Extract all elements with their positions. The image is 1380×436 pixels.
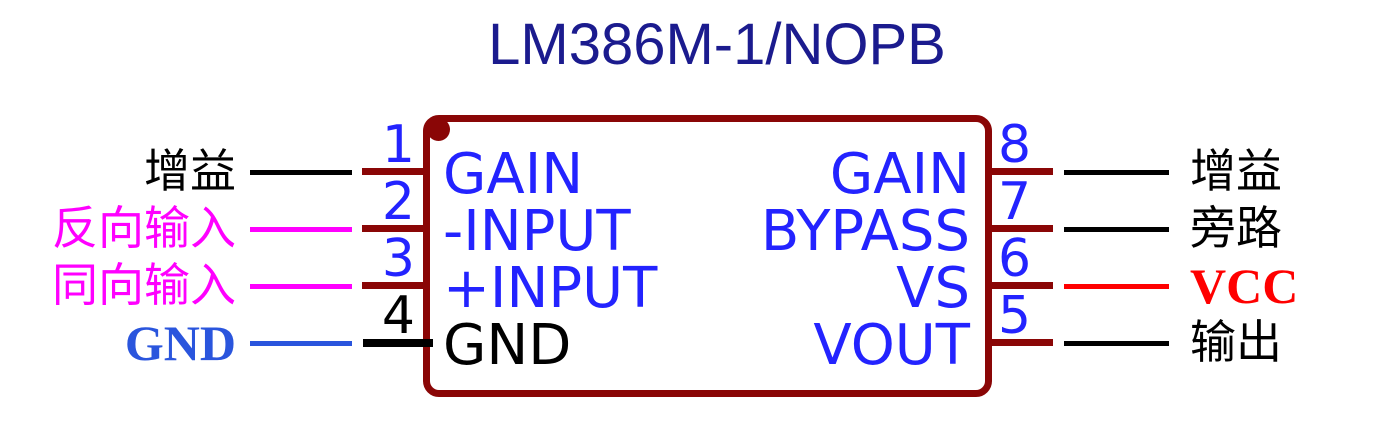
- pin-3-inner-label: +INPUT: [443, 256, 658, 321]
- pin-6-inner-label: VS: [896, 256, 970, 321]
- pin-5-stub: [990, 339, 1053, 346]
- pin-8-external-label: 增益: [1190, 146, 1282, 197]
- pin-3-number: 3: [381, 229, 415, 289]
- pin-4-external-label: GND: [124, 315, 236, 371]
- pin-5-external-label: 输出: [1190, 317, 1282, 368]
- pin-2-wire: [250, 227, 352, 232]
- pin-8-wire: [1064, 170, 1169, 175]
- pin-7-external-label: 旁路: [1190, 203, 1282, 254]
- pin-6-stub: [990, 282, 1053, 289]
- pin-6-wire: [1064, 284, 1169, 289]
- pin-5-inner-label: VOUT: [813, 313, 970, 378]
- pin-2-inner-label: -INPUT: [443, 199, 631, 264]
- pin-8-inner-label: GAIN: [829, 142, 970, 207]
- pin-5-number: 5: [998, 286, 1032, 346]
- pin-6-external-label: VCC: [1190, 258, 1299, 314]
- pin-8-number: 8: [998, 115, 1032, 175]
- pin-1-stub: [362, 168, 425, 175]
- chip-body: [423, 115, 992, 397]
- pin-4-wire: [250, 341, 352, 346]
- pin-8-stub: [990, 168, 1053, 175]
- pin1-indicator-dot: [427, 118, 450, 141]
- pin-2-number: 2: [381, 172, 415, 232]
- pin-7-number: 7: [998, 172, 1032, 232]
- pin-1-wire: [250, 170, 352, 175]
- pin-3-wire: [250, 284, 352, 289]
- pin-1-inner-label: GAIN: [443, 142, 584, 207]
- pin-3-external-label: 同向输入: [52, 260, 236, 311]
- pin-7-inner-label: BYPASS: [760, 199, 970, 264]
- pin-7-stub: [990, 225, 1053, 232]
- pin-2-external-label: 反向输入: [52, 203, 236, 254]
- pin-4-number: 4: [381, 286, 415, 346]
- pin-6-number: 6: [998, 229, 1032, 289]
- pin-2-stub: [362, 225, 425, 232]
- pin-3-stub: [362, 282, 425, 289]
- pin-4-inner-label: GND: [443, 313, 572, 378]
- pin-5-wire: [1064, 341, 1169, 346]
- pin-1-number: 1: [381, 115, 415, 175]
- pin-7-wire: [1064, 227, 1169, 232]
- pin-4-stub: [363, 339, 433, 347]
- chip-title: LM386M-1/NOPB: [488, 12, 946, 77]
- pin-1-external-label: 增益: [144, 146, 236, 197]
